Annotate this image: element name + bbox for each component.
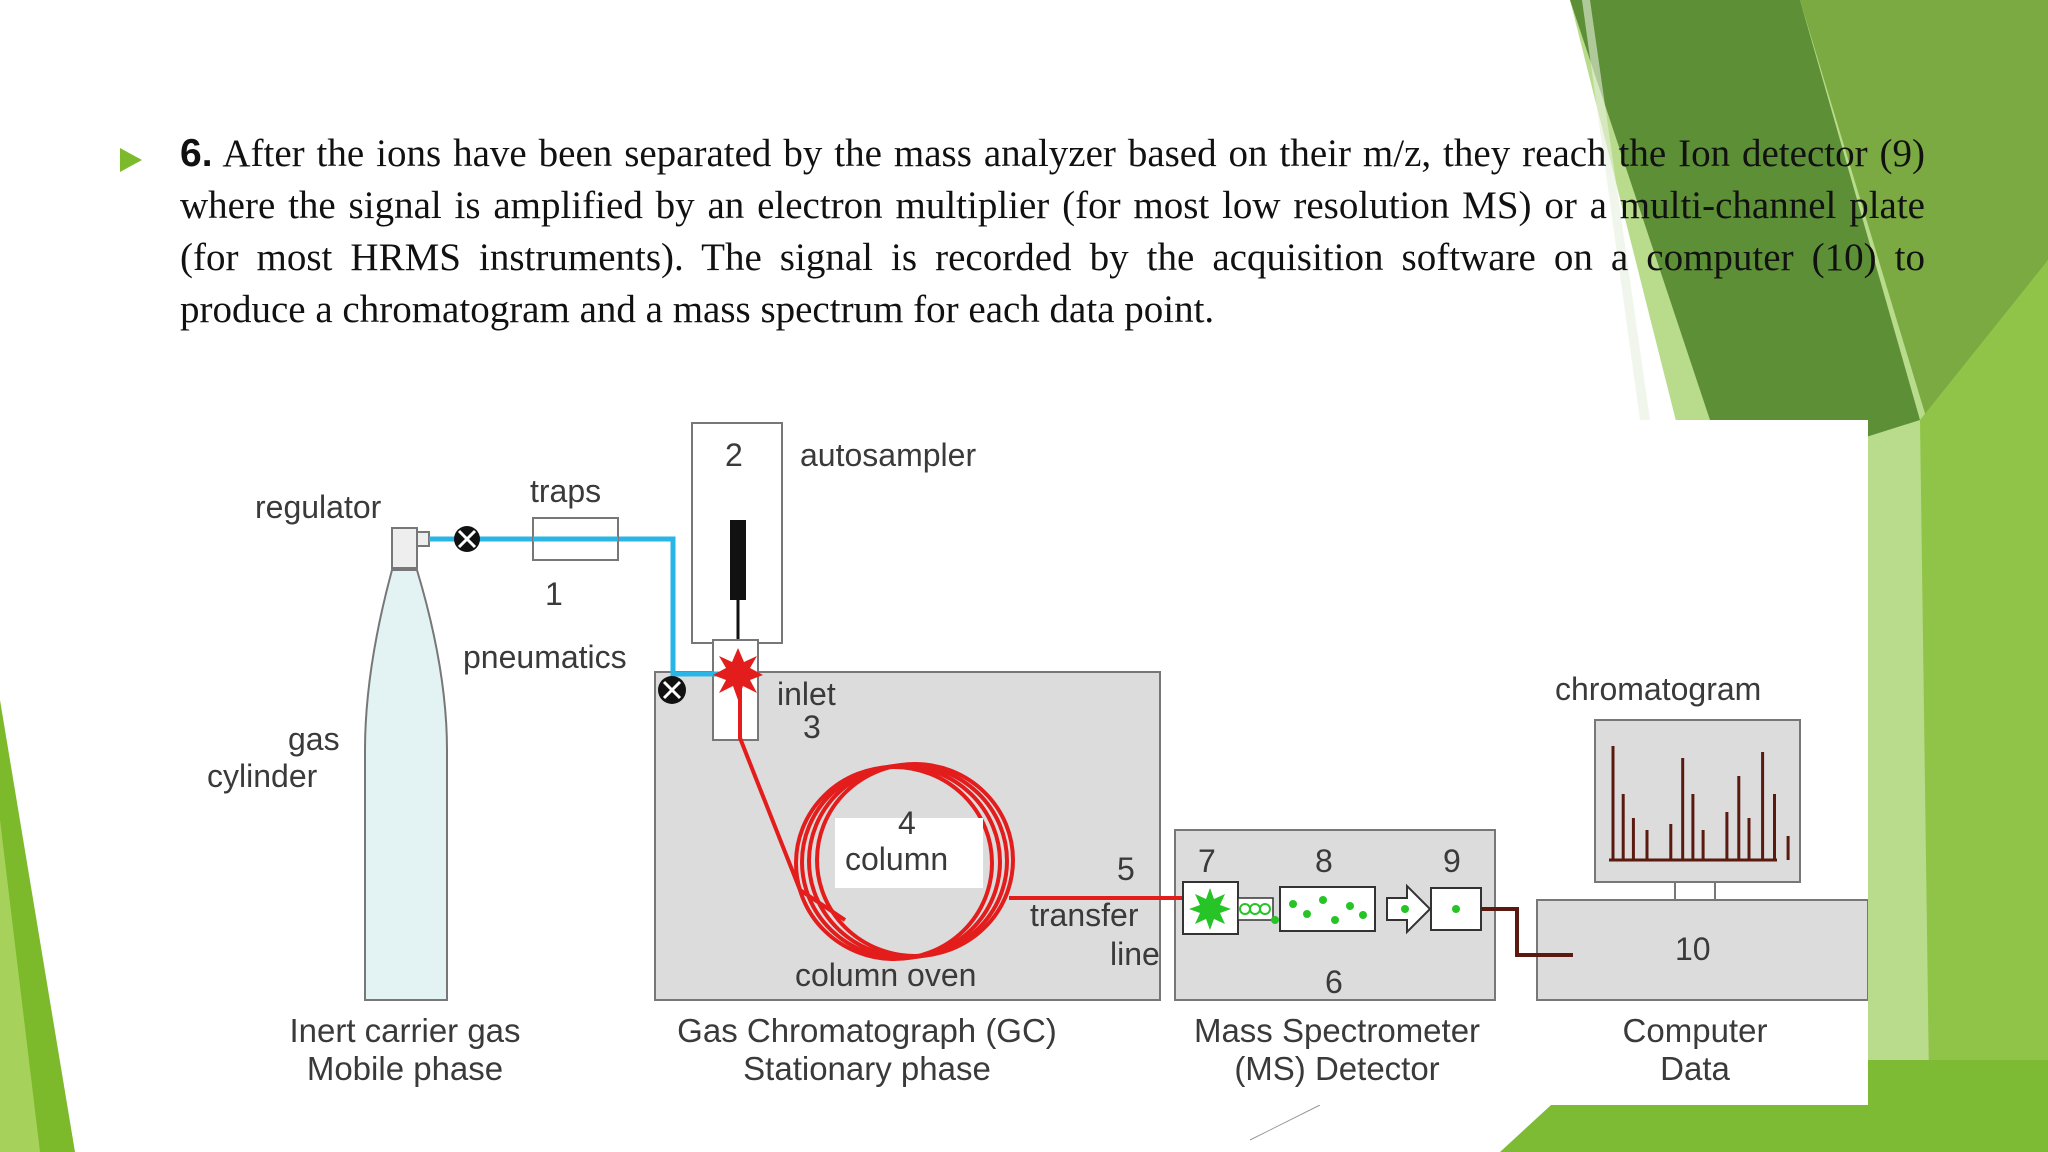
label-num-5: 5 [1117, 851, 1135, 887]
monitor [1594, 719, 1801, 883]
label-num-4: 4 [898, 805, 916, 841]
monitor-stand [1674, 881, 1716, 901]
chromatogram-peaks [1609, 746, 1790, 862]
label-traps: traps [530, 473, 601, 509]
label-num-1: 1 [545, 576, 563, 612]
signal-cable [1481, 907, 1573, 957]
injection-star-icon [713, 648, 763, 700]
label-num-7: 7 [1198, 843, 1216, 879]
caption-ms-line2: (MS) Detector [1234, 1050, 1439, 1087]
label-cylinder: cylinder [207, 758, 318, 794]
label-gas: gas [288, 721, 340, 757]
label-regulator: regulator [255, 489, 382, 525]
label-transfer: transfer [1030, 897, 1139, 933]
label-line: line [1110, 936, 1160, 972]
caption-carrier-line2: Mobile phase [307, 1050, 503, 1087]
syringe-icon [730, 520, 746, 600]
ionization-star-icon [1189, 888, 1231, 930]
caption-carrier-line1: Inert carrier gas [289, 1012, 520, 1049]
diagram-svg: regulator traps 1 pneumatics gas cylinde… [207, 422, 1868, 1087]
regulator-icon [391, 527, 418, 569]
label-pneumatics: pneumatics [463, 639, 627, 675]
valve-icon [658, 676, 686, 704]
gas-cylinder [364, 569, 448, 1001]
bullet-number: 6. [180, 132, 213, 175]
column-coil [794, 762, 1015, 961]
label-num-10: 10 [1675, 931, 1711, 967]
bullet-arrow-icon [120, 148, 142, 172]
caption-pc-line2: Data [1660, 1050, 1730, 1087]
caption-ms-line1: Mass Spectrometer [1194, 1012, 1480, 1049]
caption-pc-line1: Computer [1623, 1012, 1768, 1049]
label-num-8: 8 [1315, 843, 1333, 879]
caption-gc-line2: Stationary phase [743, 1050, 991, 1087]
label-column: column [845, 841, 948, 877]
label-num-9: 9 [1443, 843, 1461, 879]
label-inlet: inlet [777, 676, 836, 712]
label-autosampler: autosampler [800, 437, 976, 473]
label-num-6: 6 [1325, 964, 1343, 1000]
gc-ms-diagram: regulator traps 1 pneumatics gas cylinde… [195, 420, 1868, 1105]
caption-gc-line1: Gas Chromatograph (GC) [677, 1012, 1057, 1049]
ion-optics [1237, 897, 1274, 921]
label-num-2: 2 [725, 437, 743, 473]
paragraph-text: 6. After the ions have been separated by… [180, 128, 1925, 336]
label-num-3: 3 [803, 709, 821, 745]
column-line [738, 675, 847, 922]
label-column-oven: column oven [795, 957, 976, 993]
valve-icon [454, 526, 480, 552]
label-chromatogram: chromatogram [1555, 671, 1761, 707]
paragraph-body: After the ions have been separated by th… [180, 132, 1925, 331]
mass-analyzer-box [1279, 886, 1376, 932]
